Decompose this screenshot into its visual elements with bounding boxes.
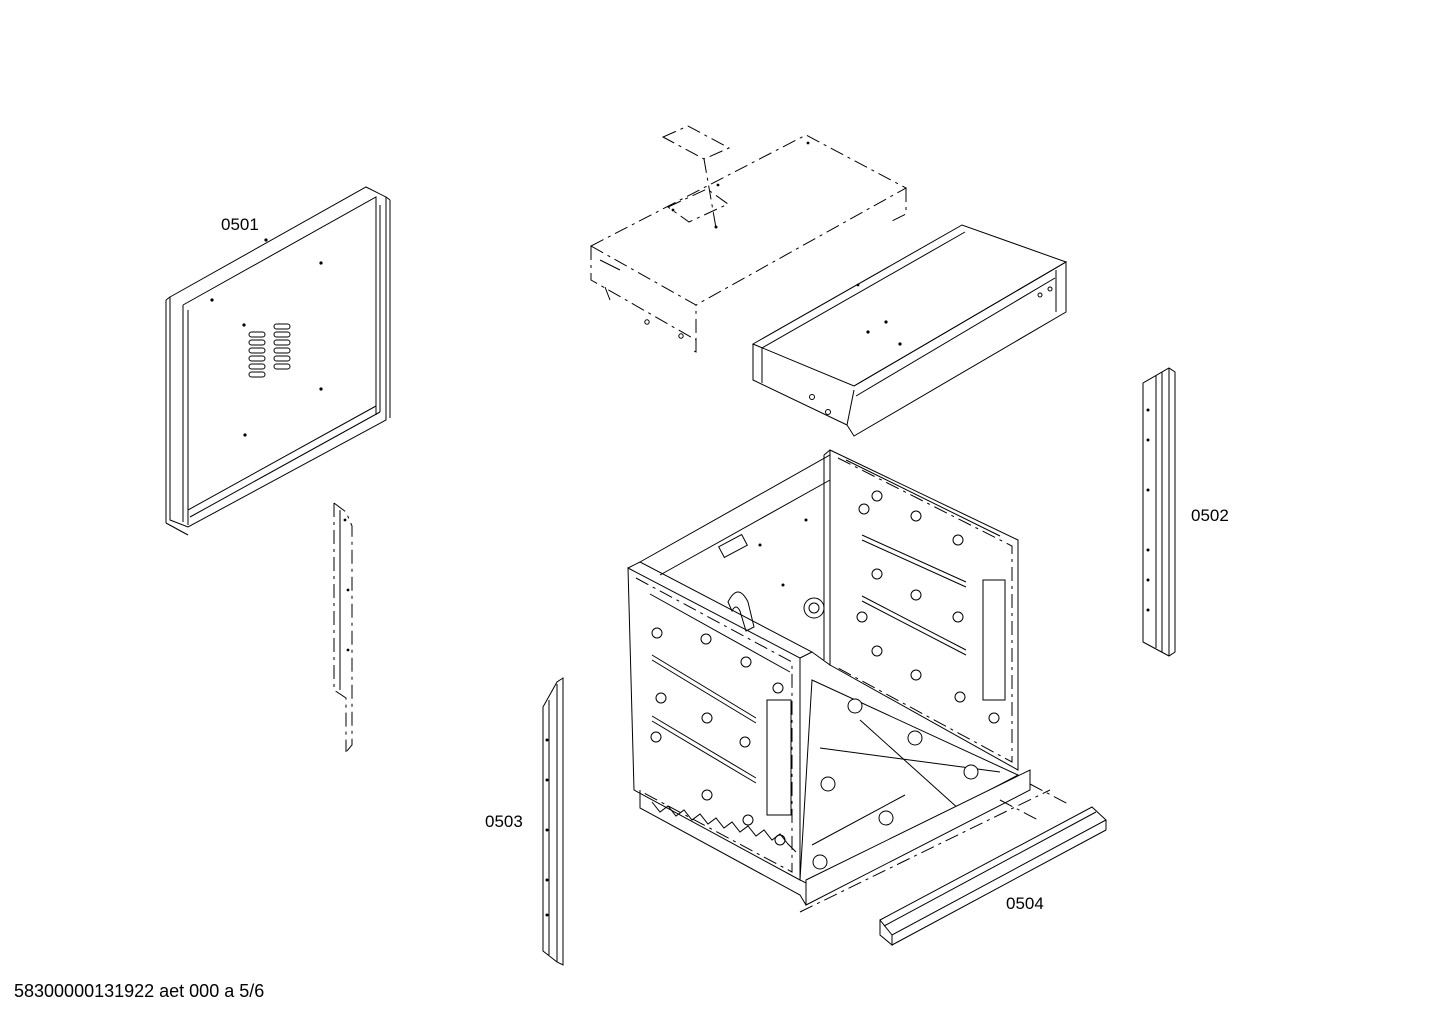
- front-upper-frame: [751, 224, 1068, 437]
- part-0502-right-trim: [1142, 367, 1176, 657]
- part-label-0503: 0503: [485, 812, 523, 831]
- part-label-0502: 0502: [1191, 506, 1229, 525]
- oven-cavity-frame: [627, 449, 1051, 913]
- part-label-0504: 0504: [1006, 894, 1044, 913]
- part-label-0501: 0501: [221, 215, 259, 234]
- document-reference: 58300000131922 aet 000 a 5/6: [14, 981, 265, 1001]
- part-0501-back-panel: [165, 186, 391, 536]
- part-0504-bottom-trim: [879, 783, 1107, 947]
- side-trim-strip: [333, 502, 353, 753]
- top-cover: [589, 125, 908, 353]
- part-0503-left-trim: [542, 677, 564, 966]
